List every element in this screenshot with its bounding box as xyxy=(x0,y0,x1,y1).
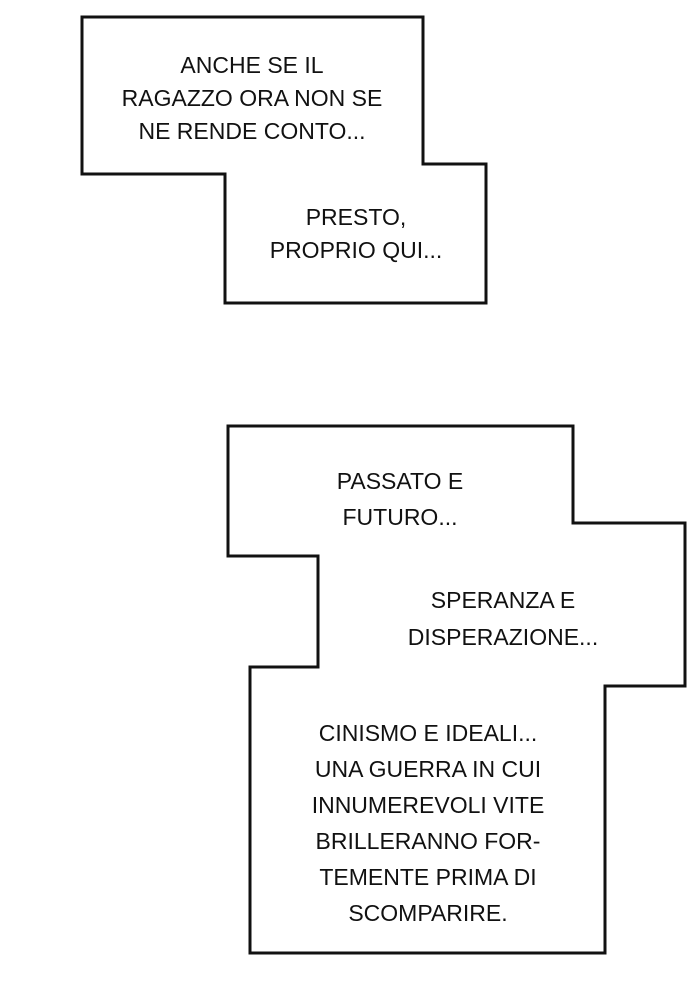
caption-line: PASSATO E xyxy=(337,468,464,494)
caption-line: BRILLERANNO FOR- xyxy=(316,828,541,854)
caption-text-block: CINISMO E IDEALI... UNA GUERRA IN CUI IN… xyxy=(312,720,545,926)
caption-line: CINISMO E IDEALI... xyxy=(319,720,538,746)
caption-line: SCOMPARIRE. xyxy=(348,900,507,926)
caption-line: TEMENTE PRIMA DI xyxy=(319,864,536,890)
caption-text-block: PASSATO E FUTURO... xyxy=(337,468,464,530)
caption-line: ANCHE SE IL xyxy=(180,52,323,78)
caption-box-2: PASSATO E FUTURO... SPERANZA E DISPERAZI… xyxy=(226,424,687,955)
caption-line: UNA GUERRA IN CUI xyxy=(315,756,541,782)
caption-line: SPERANZA E xyxy=(431,587,575,613)
caption-line: RAGAZZO ORA NON SE xyxy=(122,85,383,111)
caption-box-2-outline xyxy=(226,424,687,955)
caption-box-1: ANCHE SE IL RAGAZZO ORA NON SE NE RENDE … xyxy=(80,15,488,305)
caption-line: PROPRIO QUI... xyxy=(270,237,443,263)
caption-text-block: ANCHE SE IL RAGAZZO ORA NON SE NE RENDE … xyxy=(122,52,383,144)
caption-line: DISPERAZIONE... xyxy=(408,624,598,650)
caption-text-block: PRESTO, PROPRIO QUI... xyxy=(270,204,443,263)
caption-line: FUTURO... xyxy=(343,504,458,530)
caption-line: INNUMEREVOLI VITE xyxy=(312,792,545,818)
caption-text-block: SPERANZA E DISPERAZIONE... xyxy=(408,587,598,650)
caption-line: NE RENDE CONTO... xyxy=(138,118,365,144)
caption-line: PRESTO, xyxy=(306,204,407,230)
caption-box-1-outline xyxy=(80,15,488,305)
